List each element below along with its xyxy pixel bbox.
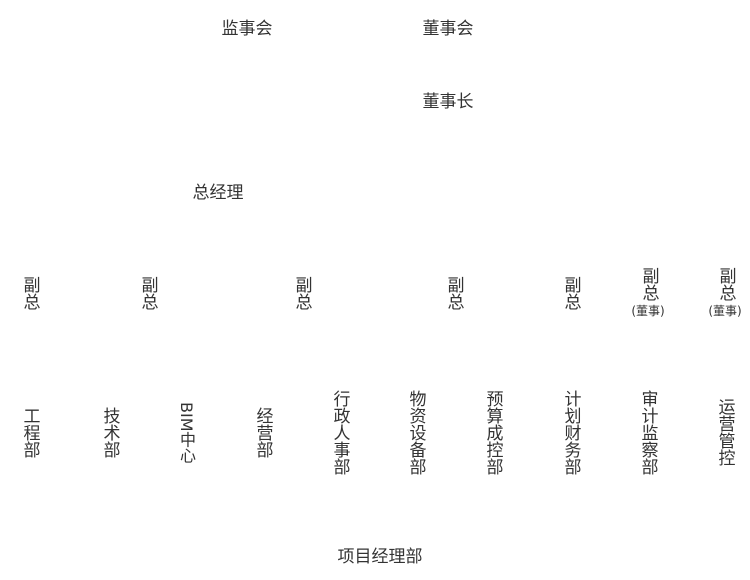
chairman: 董事长 [422,91,474,112]
project-manager-department: 项目经理部 [337,546,423,567]
board-of-directors: 董事会 [422,18,474,39]
vice-president-6: 副总 (董事) [623,267,673,319]
department-operations-control: 运营管控 [709,392,739,472]
department-label: 物资设备部 [405,389,426,475]
vice-president-label: 副总 [137,276,158,310]
vice-president-note: (董事) [708,304,742,318]
department-budget-cost-control: 预算成控部 [477,383,507,481]
department-label: BIM中心 [177,401,196,464]
department-materials-equipment: 物资设备部 [400,383,430,481]
vice-president-label: 副总 [291,276,312,310]
vice-president-label: 副总 [19,276,40,310]
department-label: 工程部 [19,406,40,458]
department-engineering: 工程部 [14,402,44,462]
vice-president-7: 副总 (董事) [700,267,750,319]
vice-president-note: (董事) [631,304,665,318]
department-business: 经营部 [247,402,277,462]
vice-president-4: 副总 [438,276,468,310]
department-label: 行政人事部 [329,389,350,475]
vice-president-5: 副总 [555,276,585,310]
supervisory-board: 监事会 [221,18,273,39]
vice-president-label: 副总 [715,267,736,301]
department-technology: 技术部 [94,402,124,462]
vice-president-label: 副总 [443,276,464,310]
vice-president-3: 副总 [286,276,316,310]
vice-president-label: 副总 [638,267,659,301]
department-label: 预算成控部 [482,389,503,475]
department-label: 运营管控 [714,398,735,466]
vice-president-2: 副总 [132,276,162,310]
department-label: 计划财务部 [560,389,581,475]
department-audit-supervision: 审计监察部 [632,383,662,481]
department-label: 技术部 [99,406,120,458]
department-label: 审计监察部 [637,389,658,475]
department-admin-hr: 行政人事部 [324,383,354,481]
department-label: 经营部 [252,406,273,458]
general-manager: 总经理 [192,182,244,203]
department-planning-finance: 计划财务部 [555,383,585,481]
department-bim-center: BIM中心 [171,395,201,470]
vice-president-1: 副总 [14,276,44,310]
vice-president-label: 副总 [560,276,581,310]
